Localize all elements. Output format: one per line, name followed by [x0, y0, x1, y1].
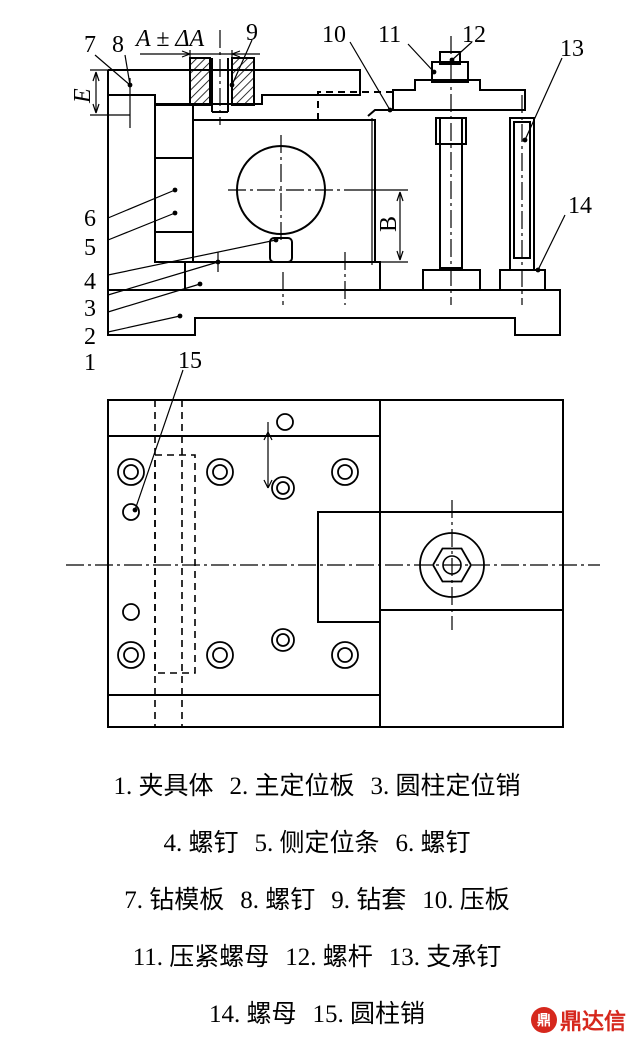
watermark-text: 鼎达信 — [559, 1010, 626, 1035]
legend-item: 13. 支承钉 — [388, 944, 502, 971]
fixture-drawing: 1 2 3 4 5 6 7 8 9 10 11 12 13 14 15 A ± … — [66, 20, 600, 728]
callout-4: 4 — [84, 269, 96, 295]
callout-7: 7 — [84, 32, 96, 58]
legend-line: 11. 压紧螺母 12. 螺杆 13. 支承钉 — [0, 929, 634, 986]
legend-line: 1. 夹具体 2. 主定位板 3. 圆柱定位销 — [0, 758, 634, 815]
dimension-b: B — [376, 216, 402, 232]
callout-3: 3 — [84, 296, 96, 322]
callout-2: 2 — [84, 324, 96, 350]
legend-item: 1. 夹具体 — [113, 773, 214, 800]
workpiece — [192, 119, 376, 263]
callout-9: 9 — [246, 20, 258, 46]
callout-14: 14 — [568, 193, 592, 219]
side-locating-strip — [154, 104, 194, 263]
callout-15: 15 — [178, 348, 202, 374]
legend-item: 15. 圆柱销 — [312, 1001, 426, 1028]
legend-item: 8. 螺钉 — [240, 887, 316, 914]
legend-item: 14. 螺母 — [208, 1001, 297, 1028]
callout-10: 10 — [322, 22, 346, 48]
legend-line: 4. 螺钉 5. 侧定位条 6. 螺钉 — [0, 815, 634, 872]
callout-5: 5 — [84, 235, 96, 261]
callout-13: 13 — [560, 36, 584, 62]
legend-item: 5. 侧定位条 — [254, 830, 380, 857]
top-view — [107, 399, 564, 728]
legend-item: 3. 圆柱定位销 — [370, 773, 521, 800]
callout-8: 8 — [112, 32, 124, 58]
cylindrical-locating-pin — [269, 237, 293, 263]
parts-legend: 1. 夹具体 2. 主定位板 3. 圆柱定位销 4. 螺钉 5. 侧定位条 6. 螺钉 7.… — [0, 758, 634, 1043]
dimension-e: E — [70, 88, 96, 104]
legend-item: 6. 螺钉 — [395, 830, 471, 857]
watermark: 鼎 鼎达信 — [530, 1004, 626, 1036]
callout-11: 11 — [378, 22, 401, 48]
legend-line: 7. 钻模板 8. 螺钉 9. 钻套 10. 压板 — [0, 872, 634, 929]
legend-item: 4. 螺钉 — [163, 830, 239, 857]
legend-item: 10. 压板 — [422, 887, 510, 914]
legend-item: 9. 钻套 — [331, 887, 407, 914]
legend-item: 2. 主定位板 — [229, 773, 355, 800]
dingdaxin-logo-icon: 鼎 — [530, 1007, 557, 1033]
legend-item: 12. 螺杆 — [285, 944, 373, 971]
drill-jig-plate — [108, 69, 361, 105]
legend-line: 14. 螺母 15. 圆柱销 — [0, 986, 634, 1043]
callout-1: 1 — [84, 350, 96, 376]
callout-12: 12 — [462, 22, 486, 48]
legend-item: 7. 钻模板 — [124, 887, 225, 914]
dimension-tolerance: A ± ΔA — [134, 26, 204, 52]
front-view — [107, 51, 561, 336]
legend-item: 11. 压紧螺母 — [132, 944, 270, 971]
screw-rod-head — [439, 51, 461, 65]
callout-6: 6 — [84, 206, 96, 232]
fixture-body — [107, 289, 561, 336]
